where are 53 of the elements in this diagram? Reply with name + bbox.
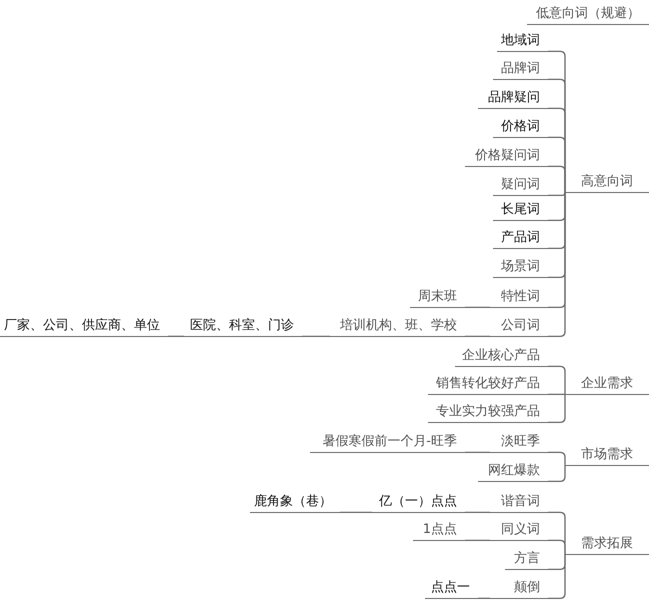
connector-line xyxy=(168,336,184,337)
connector-line xyxy=(548,554,566,599)
topic-label: 专业实力较强产品 xyxy=(428,403,548,423)
branch-topic: 低意向词（规避） xyxy=(527,5,649,25)
topic-label: 1点点 xyxy=(413,521,465,541)
topic-label: 同义词 xyxy=(490,521,548,541)
topic-label: 周末班 xyxy=(410,288,465,308)
topic-label: 价格词 xyxy=(493,118,548,138)
topic-label: 鹿角象（巷） xyxy=(250,493,340,513)
topic-label: 产品词 xyxy=(493,229,548,249)
branch-topic: 市场需求 xyxy=(565,446,649,466)
connector-line xyxy=(548,192,566,337)
connector-line xyxy=(548,192,566,196)
topic-label: 地域词 xyxy=(497,32,548,52)
topic-label: 场景词 xyxy=(493,258,548,278)
topic-label: 价格疑问词 xyxy=(465,147,548,167)
topic-label: 疑问词 xyxy=(493,176,548,196)
branch-topic: 企业需求 xyxy=(565,375,649,395)
topic-label: 品牌疑问 xyxy=(478,89,548,109)
topic-label: 培训机构、班、学校 xyxy=(330,317,465,337)
connector-line xyxy=(548,452,566,466)
connector-line xyxy=(465,306,490,308)
topic-label: 品牌词 xyxy=(493,60,548,80)
topic-label: 厂家、公司、供应商、单位 xyxy=(0,317,168,337)
topic-label: 医院、科室、门诊 xyxy=(184,317,302,337)
topic-label: 暑假寒假前一个月-旺季 xyxy=(310,433,465,453)
connector-line xyxy=(465,452,490,453)
topic-label: 网红爆款 xyxy=(478,462,548,482)
topic-label: 方言 xyxy=(505,550,548,570)
topic-label: 亿（一）点点 xyxy=(372,493,465,513)
topic-label: 特性词 xyxy=(490,288,548,308)
connector-line xyxy=(465,336,490,337)
connector-line xyxy=(340,512,372,513)
connector-line xyxy=(548,366,566,394)
topic-label: 企业核心产品 xyxy=(455,347,548,367)
connector-line xyxy=(478,598,490,599)
topic-label: 谐音词 xyxy=(490,493,548,513)
connector-line xyxy=(548,166,566,192)
topic-label: 销售转化较好产品 xyxy=(428,375,548,395)
topic-label: 公司词 xyxy=(490,317,548,337)
branch-topic: 需求拓展 xyxy=(565,535,649,555)
connector-line xyxy=(465,512,490,513)
topic-label: 淡旺季 xyxy=(490,433,548,453)
branch-topic: 高意向词 xyxy=(565,173,649,193)
connector-line xyxy=(465,540,490,541)
connector-line xyxy=(548,465,566,482)
topic-label: 长尾词 xyxy=(493,201,548,221)
topic-label: 颠倒 xyxy=(490,579,548,599)
connector-line xyxy=(548,394,565,395)
connector-line xyxy=(548,540,566,554)
connector-line xyxy=(302,336,330,337)
connector-line xyxy=(548,394,566,423)
topic-label: 点点一 xyxy=(425,579,478,599)
